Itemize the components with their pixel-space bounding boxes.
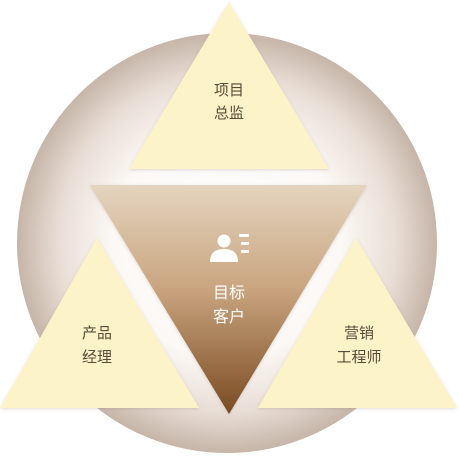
triangle-right-line-2: 工程师 [336,348,381,366]
triangle-right-line-1: 营销 [344,324,374,342]
triangle-left-line-1: 产品 [82,324,112,342]
triangle-top-line-1: 项目 [214,81,244,99]
triangle-left-line-2: 经理 [82,348,112,366]
triangle-left-shape [0,238,199,408]
triangle-top: 项目 总监 [129,2,329,169]
triangle-right: 营销 工程师 [258,238,457,408]
user-list-icon [210,234,249,262]
triangle-center: 目标 客户 [90,185,367,414]
triangle-center-shape [90,185,367,414]
triangle-right-shape [258,238,457,408]
triangle-left: 产品 经理 [0,238,199,408]
triangle-top-shape [129,2,329,169]
triangle-top-line-2: 总监 [214,104,244,122]
triangle-center-line-2: 客户 [213,307,245,326]
triangle-center-line-1: 目标 [213,283,245,302]
